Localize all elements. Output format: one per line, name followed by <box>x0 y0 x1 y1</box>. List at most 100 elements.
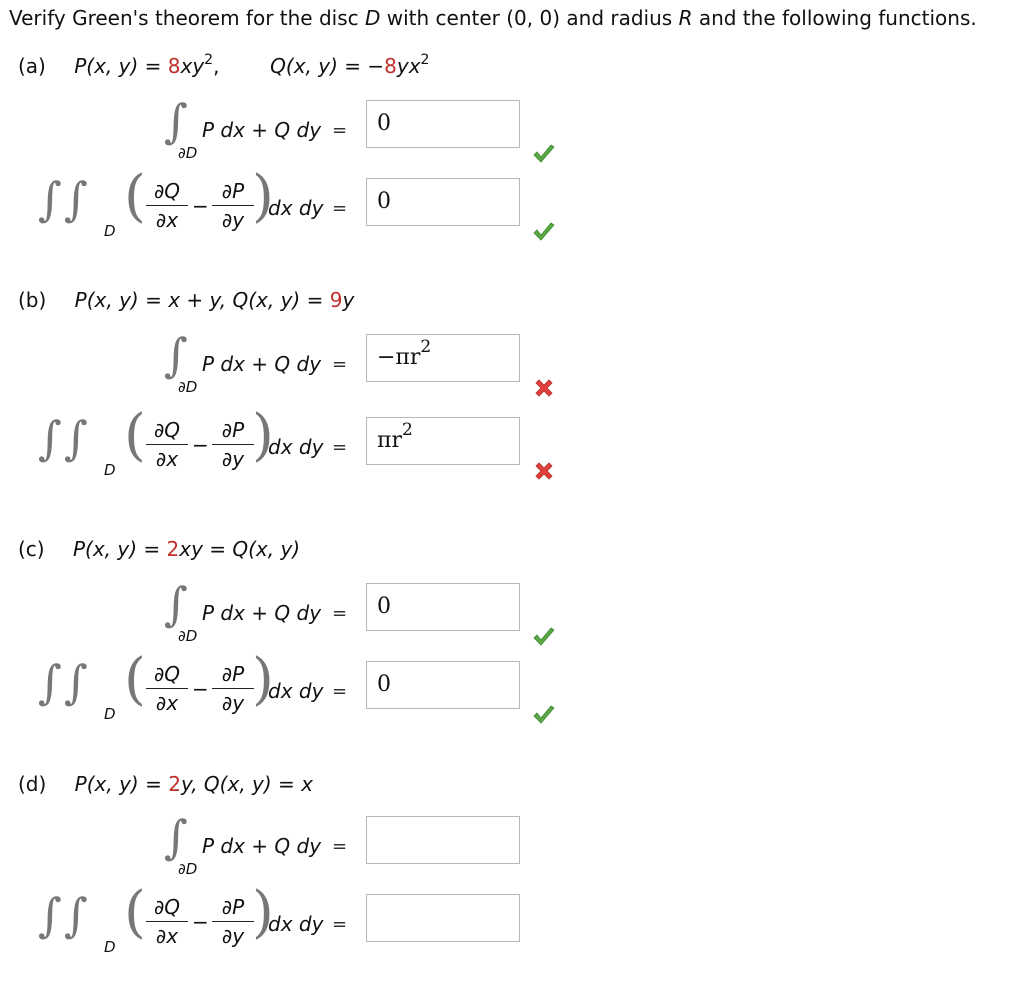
double-integral-sign-1: ∫ <box>38 888 62 942</box>
equals-sign: = <box>332 437 348 458</box>
dP-numerator: ∂P <box>221 662 245 686</box>
dy-denominator: ∂y <box>221 924 245 948</box>
dQ-numerator: ∂Q <box>153 179 181 203</box>
double-integral-sign-2: ∫ <box>64 411 88 465</box>
double-integral-sign-2: ∫ <box>64 172 88 226</box>
equals-sign: = <box>332 914 348 935</box>
line-integral-sign: ∫ <box>164 577 188 631</box>
fraction-bar <box>146 205 188 206</box>
boundary-subscript: ∂D <box>178 627 198 645</box>
dy-denominator: ∂y <box>221 447 245 471</box>
check-icon <box>532 625 556 649</box>
dy-denominator: ∂y <box>221 691 245 715</box>
right-paren: ) <box>252 647 274 712</box>
answer-value: 0 <box>377 594 391 619</box>
dxdy-label: dx dy <box>268 435 324 459</box>
double-integral-sign-1: ∫ <box>38 172 62 226</box>
equals-sign: = <box>332 198 348 219</box>
fraction-bar <box>212 205 254 206</box>
minus-sign: − <box>192 194 209 218</box>
dx-denominator: ∂x <box>155 691 179 715</box>
dx-denominator: ∂x <box>155 447 179 471</box>
dP-dy-fraction: ∂P∂y <box>212 180 254 231</box>
equals-sign: = <box>332 681 348 702</box>
part-d-line-integral-answer[interactable] <box>366 816 520 864</box>
dP-dy-fraction: ∂P ∂y <box>212 419 254 470</box>
minus-sign: − <box>192 433 209 457</box>
check-icon <box>532 703 556 727</box>
dQ-dx-fraction: ∂Q ∂x <box>146 896 188 947</box>
line-integral-sign: ∫ <box>164 328 188 382</box>
line-integral-sign: ∫ <box>164 810 188 864</box>
right-paren: ) <box>252 403 274 468</box>
part-b-line-integral-answer[interactable]: −πr2 <box>366 334 520 382</box>
boundary-subscript: ∂D <box>178 378 198 396</box>
cross-icon <box>532 376 556 400</box>
part-a-line-integral-answer[interactable]: 0 <box>366 100 520 148</box>
dxdy-label: dx dy <box>268 679 324 703</box>
dxdy-label: dx dy <box>268 912 324 936</box>
dP-numerator: ∂P <box>221 179 245 203</box>
dP-dy-fraction: ∂P∂y <box>212 896 254 947</box>
left-paren: ( <box>124 403 146 468</box>
line-integral-sign: ∫ <box>164 94 188 148</box>
dx-denominator: ∂x <box>155 924 179 948</box>
fraction-bar <box>146 688 188 689</box>
answer-exponent: 2 <box>420 337 432 357</box>
dP-numerator: ∂P <box>221 418 245 442</box>
right-paren: ) <box>252 880 274 945</box>
equals-sign: = <box>332 836 348 857</box>
dQ-numerator: ∂Q <box>153 662 181 686</box>
part-d-functions: (d) P(x, y) = 2y, Q(x, y) = x <box>18 772 313 796</box>
line-integrand: P dx + Q dy <box>202 352 322 376</box>
part-b: (b) P(x, y) = x + y, Q(x, y) = 9y <box>0 288 1024 520</box>
region-subscript: D <box>104 222 116 240</box>
line-integrand: P dx + Q dy <box>202 118 322 142</box>
dQ-numerator: ∂Q <box>153 895 181 919</box>
part-d-double-integral-answer[interactable] <box>366 894 520 942</box>
dQ-dx-fraction: ∂Q ∂x <box>146 180 188 231</box>
answer-value: πr <box>377 428 402 453</box>
part-a-double-integral-answer[interactable]: 0 <box>366 178 520 226</box>
left-paren: ( <box>124 880 146 945</box>
line-integrand: P dx + Q dy <box>202 601 322 625</box>
answer-exponent: 2 <box>401 420 413 440</box>
answer-value: 0 <box>377 189 391 214</box>
boundary-subscript: ∂D <box>178 860 198 878</box>
equals-sign: = <box>332 120 348 141</box>
left-paren: ( <box>124 164 146 229</box>
dQ-dx-fraction: ∂Q ∂x <box>146 663 188 714</box>
region-subscript: D <box>104 705 116 723</box>
equals-sign: = <box>332 603 348 624</box>
fraction-bar <box>212 921 254 922</box>
part-b-double-integral-answer[interactable]: πr2 <box>366 417 520 465</box>
part-b-functions: (b) P(x, y) = x + y, Q(x, y) = 9y <box>18 288 355 312</box>
part-d: (d) P(x, y) = 2y, Q(x, y) = x <box>0 772 1024 1004</box>
answer-value: −πr <box>377 345 421 370</box>
check-icon <box>532 142 556 166</box>
dQ-numerator: ∂Q <box>153 418 181 442</box>
answer-value: 0 <box>377 672 391 697</box>
part-c: (c) P(x, y) = 2xy = Q(x, y) <box>0 537 1024 769</box>
dQ-dx-fraction: ∂Q ∂x <box>146 419 188 470</box>
problem-statement: Verify Green's theorem for the disc D wi… <box>9 6 977 30</box>
fraction-bar <box>212 444 254 445</box>
right-paren: ) <box>252 164 274 229</box>
fraction-bar <box>212 688 254 689</box>
double-integral-sign-1: ∫ <box>38 411 62 465</box>
minus-sign: − <box>192 677 209 701</box>
part-c-line-integral-answer[interactable]: 0 <box>366 583 520 631</box>
part-a-functions: (a) P(x, y) = 8xy2, Q(x, y) = −8yx2 <box>18 52 430 78</box>
part-c-double-integral-answer[interactable]: 0 <box>366 661 520 709</box>
region-subscript: D <box>104 938 116 956</box>
left-paren: ( <box>124 647 146 712</box>
equals-sign: = <box>332 354 348 375</box>
minus-sign: − <box>192 910 209 934</box>
fraction-bar <box>146 444 188 445</box>
line-integrand: P dx + Q dy <box>202 834 322 858</box>
answer-value: 0 <box>377 111 391 136</box>
check-icon <box>532 220 556 244</box>
double-integral-sign-1: ∫ <box>38 655 62 709</box>
double-integral-sign-2: ∫ <box>64 655 88 709</box>
dx-denominator: ∂x <box>155 208 179 232</box>
